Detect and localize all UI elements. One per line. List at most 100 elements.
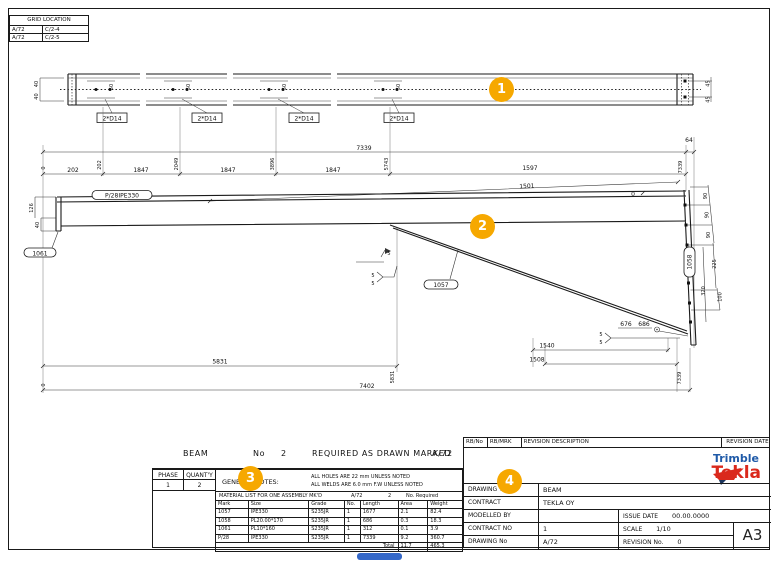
- cell: P/28: [216, 534, 249, 542]
- drawing-no-label: DRAWING No: [464, 536, 539, 549]
- weld-size: 5: [599, 340, 602, 346]
- assembly-note-beam: BEAM: [183, 449, 209, 458]
- tekla-logo-text: Tekla: [711, 463, 761, 483]
- end-plate-bolts: [683, 203, 692, 324]
- cell: 312: [361, 526, 399, 534]
- step-marker-1[interactable]: 1: [489, 77, 514, 102]
- cell: IPE330: [249, 534, 310, 542]
- trimble-logo-text: Trimble: [712, 452, 759, 465]
- cell: 82.4: [430, 509, 442, 515]
- material-caption-mark: A/72: [351, 493, 363, 499]
- dim-text: 320: [701, 286, 707, 296]
- assembly-note-no-value: 2: [281, 449, 287, 458]
- hole-label-boxes: [96, 112, 415, 123]
- dim-text: 225: [712, 259, 718, 269]
- quantity-value: 2: [184, 480, 216, 491]
- cell: 1061: [216, 526, 249, 534]
- dim-text: 676: [620, 321, 632, 328]
- cell: 7339: [361, 534, 399, 542]
- dim-text: 50: [396, 84, 402, 90]
- sheet-border: [8, 8, 770, 550]
- logo-block: Trimble Tekla: [463, 448, 770, 485]
- cell: 1: [345, 517, 361, 525]
- contract-value: TEKLA OY: [539, 497, 771, 510]
- cell: PL20.00*170: [249, 517, 310, 525]
- weld-flag: [385, 248, 391, 254]
- material-list-caption: MATERIAL LIST FOR ONE ASSEMBLY MK'D A/72…: [215, 492, 463, 500]
- material-caption-qty: 2: [388, 493, 392, 499]
- dim-text: 50: [282, 84, 288, 90]
- weld-size: 5: [387, 251, 390, 257]
- drawing-title-label: DRAWING TITLE: [464, 484, 539, 497]
- col-header: No.: [345, 501, 361, 508]
- dim-text: 5743: [384, 158, 390, 171]
- cell: 1: [345, 509, 361, 517]
- cell: 3.9: [430, 526, 439, 532]
- dim-text: 5831: [212, 359, 227, 366]
- revision-col-mark: RB/MRK: [488, 438, 522, 447]
- grid-location-title: GRID LOCATION: [9, 15, 89, 26]
- step-marker-2[interactable]: 2: [470, 214, 495, 239]
- horizontal-scrollbar-thumb[interactable]: [357, 553, 402, 560]
- dim-text: 1847: [325, 167, 340, 174]
- dim-text: 50: [109, 84, 115, 90]
- total-weight: 465.3: [430, 543, 445, 549]
- material-list: MATERIAL LIST FOR ONE ASSEMBLY MK'D A/72…: [215, 492, 463, 552]
- phase-header: PHASE: [152, 469, 184, 480]
- dim-text: 2049: [174, 158, 180, 171]
- hole-label: 2*D14: [197, 116, 216, 123]
- col-header: Length: [361, 501, 399, 508]
- weld-size: 5: [371, 273, 374, 279]
- step-marker-3[interactable]: 3: [238, 466, 263, 491]
- modelled-by-value: [539, 510, 619, 523]
- revision-no-label: REVISION No.: [623, 539, 664, 546]
- material-row: P/28 IPE330 S235JR 1 7339 9.2 360.7: [215, 533, 463, 542]
- cell: 18.3: [430, 517, 442, 524]
- material-header-row: Mark Size Grade No. Length Area Weight: [215, 500, 463, 508]
- part-label: 1057: [433, 282, 448, 289]
- paper-size: A3: [742, 526, 763, 544]
- quantity-header: QUANT'Y: [184, 469, 216, 480]
- weld-size: 5: [371, 281, 374, 287]
- dim-text: 3896: [270, 158, 276, 171]
- cell: 1057: [216, 509, 249, 517]
- cell: S235JR: [309, 526, 345, 534]
- assembly-part-label: P/28IPE330: [105, 193, 139, 200]
- material-caption-req: No. Required: [406, 493, 439, 499]
- cell: 1677: [361, 509, 399, 517]
- step-marker-4[interactable]: 4: [497, 469, 522, 494]
- grid-mark: A/72: [9, 34, 43, 42]
- revision-col-date: REVISION DATE: [726, 439, 769, 445]
- weld-size: 5: [599, 332, 602, 338]
- weld-symbol: [654, 326, 660, 333]
- main-view: P/28IPE330 1057 1061 1058 7339 64 7339 0…: [23, 107, 724, 393]
- grid-location-table: GRID LOCATION A/72 C/2-4 A/72 C/2-5: [9, 15, 89, 42]
- cell: [345, 543, 361, 551]
- dim-text: 126: [29, 203, 35, 213]
- cell: [216, 543, 249, 551]
- assembly-note-required: REQUIRED AS DRAWN MARKED: [312, 449, 452, 458]
- total-area: 11.7: [399, 543, 429, 551]
- material-row: 1061 PL10*160 S235JR 1 312 0.1 3.9: [215, 525, 463, 534]
- dim-text: 50: [186, 84, 192, 90]
- revision-col-no: RB/No: [464, 438, 488, 447]
- material-caption-text: MATERIAL LIST FOR ONE ASSEMBLY MK'D: [219, 493, 322, 499]
- revision-col-description: REVISION DESCRIPTION: [522, 438, 723, 447]
- contract-no-value: 1: [539, 523, 619, 536]
- part-label: 1058: [687, 254, 694, 269]
- grid-mark: A/72: [9, 26, 43, 34]
- dim-text: 1540: [539, 343, 554, 350]
- cell: [309, 543, 345, 551]
- title-block: DRAWING TITLE BEAM CONTRACT TEKLA OY MOD…: [463, 483, 771, 549]
- assembly-note: BEAM No 2 REQUIRED AS DRAWN MARKED A/72: [0, 449, 777, 461]
- dim-text: 202: [97, 160, 103, 170]
- cell: 686: [361, 517, 399, 525]
- issue-date-value: 00.00.0000: [672, 512, 710, 520]
- cell: 0.1: [399, 526, 429, 534]
- col-header: Area: [399, 501, 429, 508]
- general-note-line: ALL WELDS ARE 6.0 mm F.W UNLESS NOTED: [311, 482, 423, 488]
- grid-loc: C/2-5: [43, 34, 89, 42]
- cell: 1: [345, 526, 361, 534]
- dim-text: 90: [705, 212, 711, 218]
